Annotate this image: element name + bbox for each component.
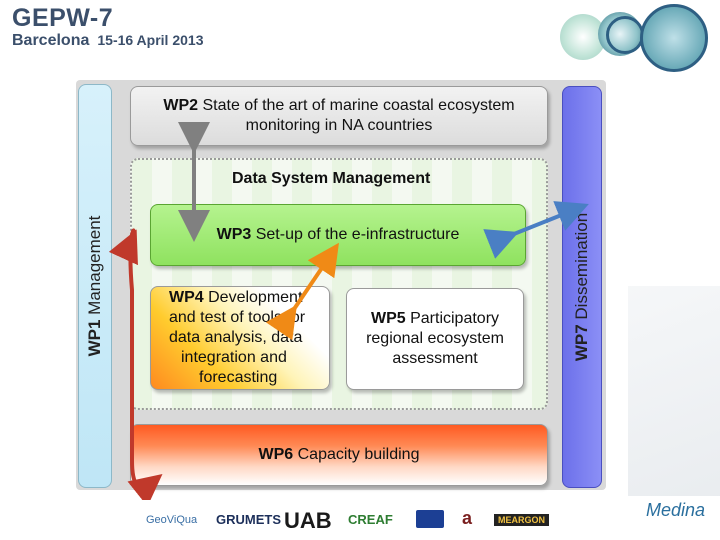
wp6-code: WP6 [258,446,294,463]
wp2-code: WP2 [163,97,199,114]
logo-meargon: MEARGON [494,514,549,526]
wp4-code: WP4 [169,289,204,306]
wp7-dissemination-bar: WP7 Dissemination [562,86,602,488]
medina-logo: Medina [646,500,706,520]
logo-creaf: CREAF [348,512,393,527]
event-city: Barcelona [12,32,90,49]
wp5-line2: regional ecosystem [366,330,504,347]
red-loop-arrow [108,228,163,507]
eu-flag-icon [416,510,444,528]
wp6-box: WP6 Capacity building [130,424,548,486]
map-background [628,286,720,496]
wp6-name: Capacity building [297,446,420,463]
event-title: GEPW-7 [12,4,114,32]
wp5-line3: assessment [392,350,478,367]
decor-circle-4 [640,4,708,72]
wp2-line2: monitoring in NA countries [245,117,433,134]
wp3-name: Set-up of the e-infrastructure [255,226,460,243]
event-date: 15-16 April 2013 [97,32,204,48]
wp3-code: WP3 [216,226,252,243]
logo-geoviqua: GeoViQua [146,514,198,526]
logo-grumets: GRUMETS [216,512,281,527]
wp4-line4: integration and [181,349,287,366]
wp4-line5: forecasting [199,369,278,386]
logo-uab: UAB [284,508,332,533]
wp5-box: WP5 Participatory regional ecosystem ass… [346,288,524,390]
wp5-line1: Participatory [410,310,500,327]
event-subtitle: Barcelona 15-16 April 2013 [12,32,203,50]
logo-a: a [462,508,473,528]
wp5-code: WP5 [370,310,406,327]
orange-arrow-wp4-wp3 [265,242,339,341]
dsm-title: Data System Management [232,170,431,187]
wp2-line1: State of the art of marine coastal ecosy… [202,97,515,114]
blue-arrow-wp3-wp7 [483,201,589,259]
partner-logos: GeoViQua GRUMETS UAB CREAF a MEARGON [120,500,640,540]
